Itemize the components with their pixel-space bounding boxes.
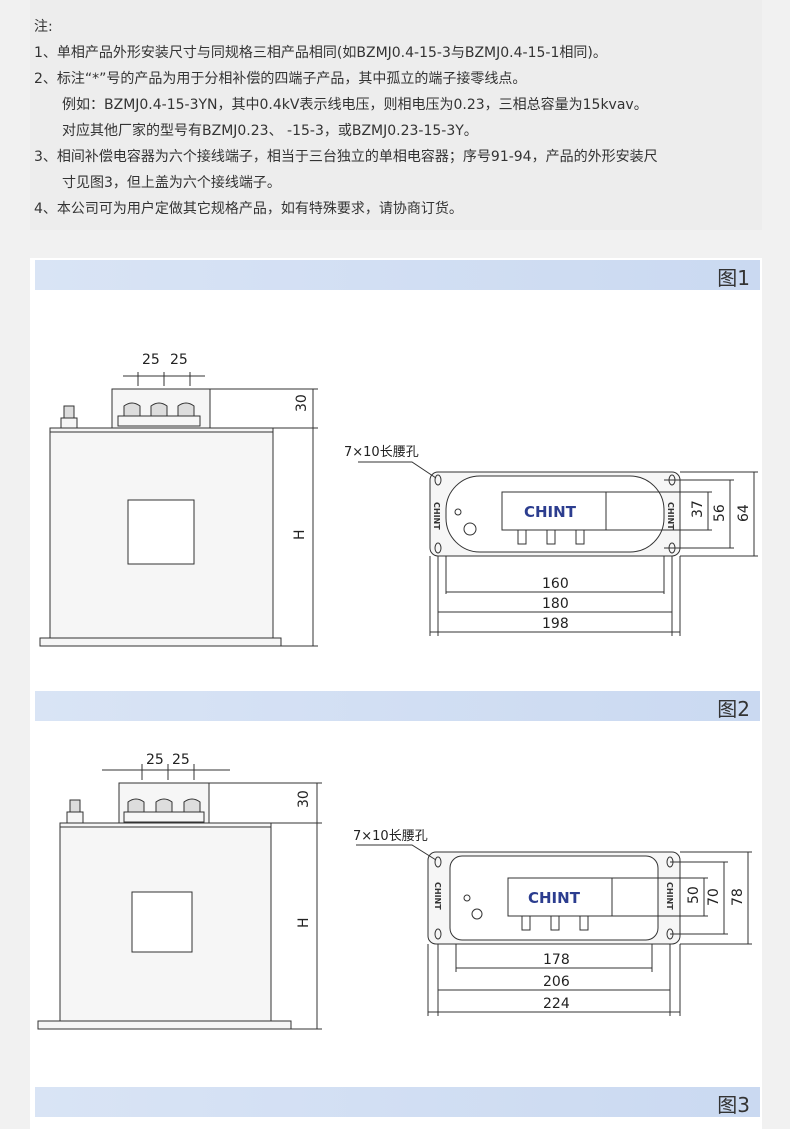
brand-logo-vertical: CHINT: [433, 882, 442, 910]
dimension-label: 56: [712, 504, 728, 522]
dimension-label: 224: [543, 996, 570, 1012]
notes-heading: 注:: [34, 19, 53, 35]
figure-band-2: 图2: [35, 691, 760, 721]
dimension-label: H: [296, 917, 312, 928]
brand-logo-vertical: CHINT: [666, 502, 675, 530]
nameplate: [131, 891, 193, 953]
note-line: 4、本公司可为用户定做其它规格产品，如有特殊要求，请协商订货。: [34, 201, 463, 217]
dimension-label: 25: [170, 352, 188, 368]
note-line: 1、单相产品外形安装尺寸与同规格三相产品相同(如BZMJ0.4-15-3与BZM…: [34, 45, 607, 61]
dimension-label: 50: [686, 886, 702, 904]
dimension-label: 160: [542, 576, 569, 592]
dimension-label: 206: [543, 974, 570, 990]
dimension-label: 25: [146, 752, 164, 768]
note-line: 例如：BZMJ0.4-15-3YN，其中0.4kV表示线电压，则相电压为0.23…: [62, 97, 648, 113]
notes-section: 注: 1、单相产品外形安装尺寸与同规格三相产品相同(如BZMJ0.4-15-3与…: [30, 0, 762, 230]
ground-bolt: [463, 522, 477, 536]
note-line: 3、相间补偿电容器为六个接线端子，相当于三台独立的单相电容器；序号91-94，产…: [34, 149, 658, 165]
terminal-cover: [507, 877, 613, 917]
mounting-base: [39, 637, 282, 647]
dimension-label: H: [292, 529, 308, 540]
ground-screw: [69, 799, 81, 813]
dimension-label: 30: [294, 394, 310, 412]
dimension-label: 70: [706, 888, 722, 906]
note-line: 对应其他厂家的型号有BZMJ0.23、 -15-3，或BZMJ0.23-15-3…: [62, 123, 478, 139]
dimension-label: 198: [542, 616, 569, 632]
nameplate: [127, 499, 195, 565]
dimension-label: 178: [543, 952, 570, 968]
dimension-label: 25: [142, 352, 160, 368]
mounting-base: [37, 1020, 292, 1030]
dimension-label: 64: [736, 504, 752, 522]
ground-bolt: [471, 908, 483, 920]
terminal-posts: [117, 402, 201, 427]
brand-logo-vertical: CHINT: [432, 502, 441, 530]
slot-label: 7×10长腰孔: [344, 445, 419, 460]
brand-logo: CHINT: [524, 503, 577, 521]
brand-logo: CHINT: [528, 889, 581, 907]
note-line: 2、标注“*”号的产品为用于分相补偿的四端子产品，其中孤立的端子接零线点。: [34, 71, 527, 87]
slot-label: 7×10长腰孔: [353, 829, 428, 844]
figure-label: 图3: [717, 1093, 750, 1117]
figure-band-3: 图3: [35, 1087, 760, 1117]
note-line: 寸见图3，但上盖为六个接线端子。: [62, 175, 281, 191]
dimension-label: 30: [296, 790, 312, 808]
figure-label: 图2: [717, 697, 750, 721]
dimension-label: 37: [690, 500, 706, 518]
figure-label: 图1: [717, 266, 750, 290]
dimension-label: 25: [172, 752, 190, 768]
figure-band-1: 图1: [35, 260, 760, 290]
dimension-label: 180: [542, 596, 569, 612]
brand-logo-vertical: CHINT: [665, 882, 674, 910]
dimension-label: 78: [730, 888, 746, 906]
terminal-posts: [123, 798, 205, 823]
